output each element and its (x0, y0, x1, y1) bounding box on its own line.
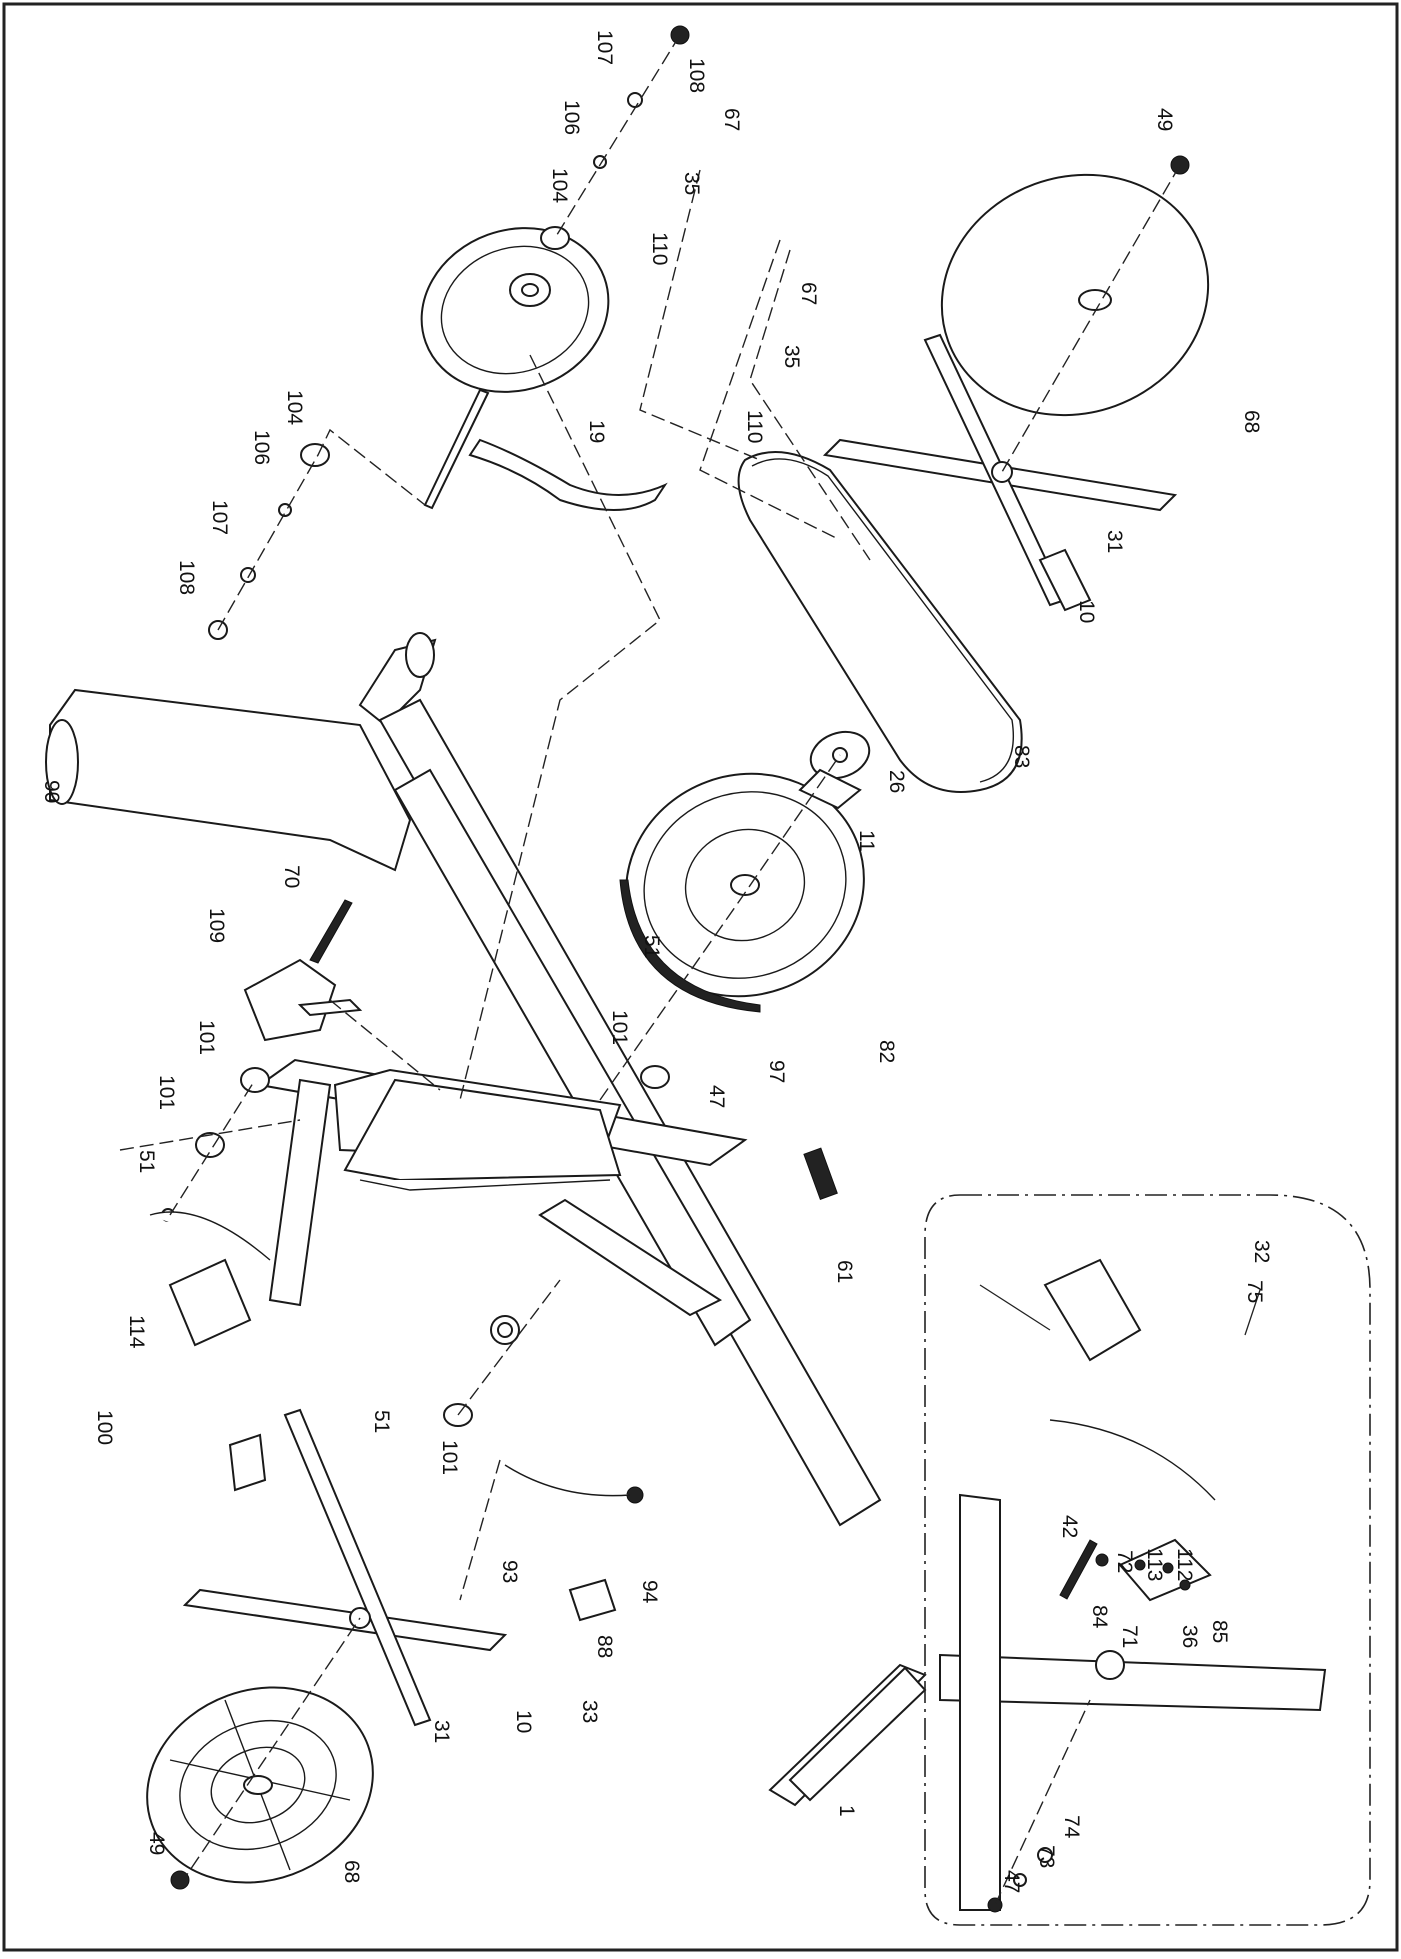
label-114: 114 (125, 1315, 148, 1349)
label-85: 85 (1208, 1620, 1231, 1643)
label-75: 75 (1243, 1280, 1266, 1303)
label-32: 32 (1250, 1240, 1273, 1263)
label-73: 73 (1035, 1845, 1058, 1868)
label-49: 49 (1153, 108, 1176, 131)
label-61: 61 (833, 1260, 856, 1283)
label-83: 83 (1010, 745, 1033, 768)
label-101b: 101 (155, 1075, 178, 1110)
label-107: 107 (593, 30, 616, 65)
label-42: 42 (1058, 1515, 1081, 1538)
label-36: 36 (1178, 1625, 1201, 1648)
label-1: 1 (835, 1805, 858, 1817)
label-35b: 35 (780, 345, 803, 368)
label-104: 104 (548, 168, 571, 203)
label-106: 106 (560, 100, 583, 135)
label-106b: 106 (250, 430, 273, 465)
label-110: 110 (648, 232, 671, 265)
disc-hole (1078, 289, 1112, 311)
label-97: 97 (765, 1060, 788, 1083)
label-113: 113 (1143, 1548, 1166, 1581)
label-108: 108 (685, 58, 708, 93)
label-71: 71 (1118, 1625, 1141, 1648)
label-101c: 101 (608, 1010, 631, 1045)
flywheel-axle (423, 388, 490, 510)
label-90: 90 (40, 780, 63, 803)
main-frame (45, 632, 927, 1807)
label-104b: 104 (283, 390, 306, 425)
part-labels: 49 108 107 106 67 35 104 110 67 35 110 6… (40, 30, 1273, 1893)
label-47a: 47 (705, 1085, 728, 1108)
assembly-lines (119, 34, 1181, 1886)
console-bracket (149, 1211, 271, 1347)
label-94: 94 (638, 1580, 661, 1604)
label-19: 19 (585, 420, 608, 443)
label-67b: 67 (797, 282, 820, 305)
label-11: 11 (855, 830, 878, 852)
label-47b: 47 (1000, 1870, 1023, 1893)
label-84: 84 (1088, 1605, 1111, 1629)
label-74: 74 (1060, 1815, 1083, 1839)
label-31: 31 (1103, 530, 1126, 553)
label-68: 68 (1240, 410, 1263, 433)
label-108b: 108 (175, 560, 198, 595)
label-35: 35 (680, 172, 703, 195)
label-82: 82 (875, 1040, 898, 1063)
brake-strap (468, 438, 668, 511)
label-51b: 51 (640, 935, 663, 958)
inset-detail-box (924, 1194, 1371, 1926)
rear-stabilizer-right (822, 333, 1178, 612)
label-68b: 68 (340, 1860, 363, 1883)
label-10b: 10 (512, 1710, 535, 1733)
label-51c: 51 (370, 1410, 393, 1433)
drive-belt (737, 451, 1023, 793)
label-109: 109 (205, 908, 228, 943)
label-100: 100 (93, 1410, 116, 1445)
label-70: 70 (280, 865, 303, 888)
label-101a: 101 (195, 1020, 218, 1055)
end-cap (803, 1147, 838, 1200)
label-101d: 101 (438, 1440, 461, 1475)
label-88: 88 (593, 1635, 616, 1658)
label-31b: 31 (430, 1720, 453, 1743)
label-49b: 49 (145, 1832, 168, 1855)
label-93: 93 (498, 1560, 521, 1583)
label-112: 112 (1173, 1548, 1196, 1581)
tension-bracket (243, 899, 363, 1042)
cable (504, 1464, 631, 1497)
label-26: 26 (885, 770, 908, 793)
label-67: 67 (720, 108, 743, 131)
label-110b: 110 (743, 410, 766, 443)
nut-left-disc (170, 1870, 190, 1890)
label-107b: 107 (208, 500, 231, 535)
label-51a: 51 (135, 1150, 158, 1173)
rear-stabilizer-left (182, 1408, 508, 1727)
side-cover-disc-left (146, 1686, 374, 1884)
side-cover-disc-right (940, 173, 1210, 417)
axle-hardware-right (540, 25, 690, 250)
bracket-plate (568, 1578, 617, 1622)
label-72: 72 (1113, 1550, 1136, 1573)
flywheel (420, 227, 610, 393)
label-33: 33 (578, 1700, 601, 1723)
belt-pulley (619, 772, 865, 1013)
label-10: 10 (1075, 600, 1098, 623)
